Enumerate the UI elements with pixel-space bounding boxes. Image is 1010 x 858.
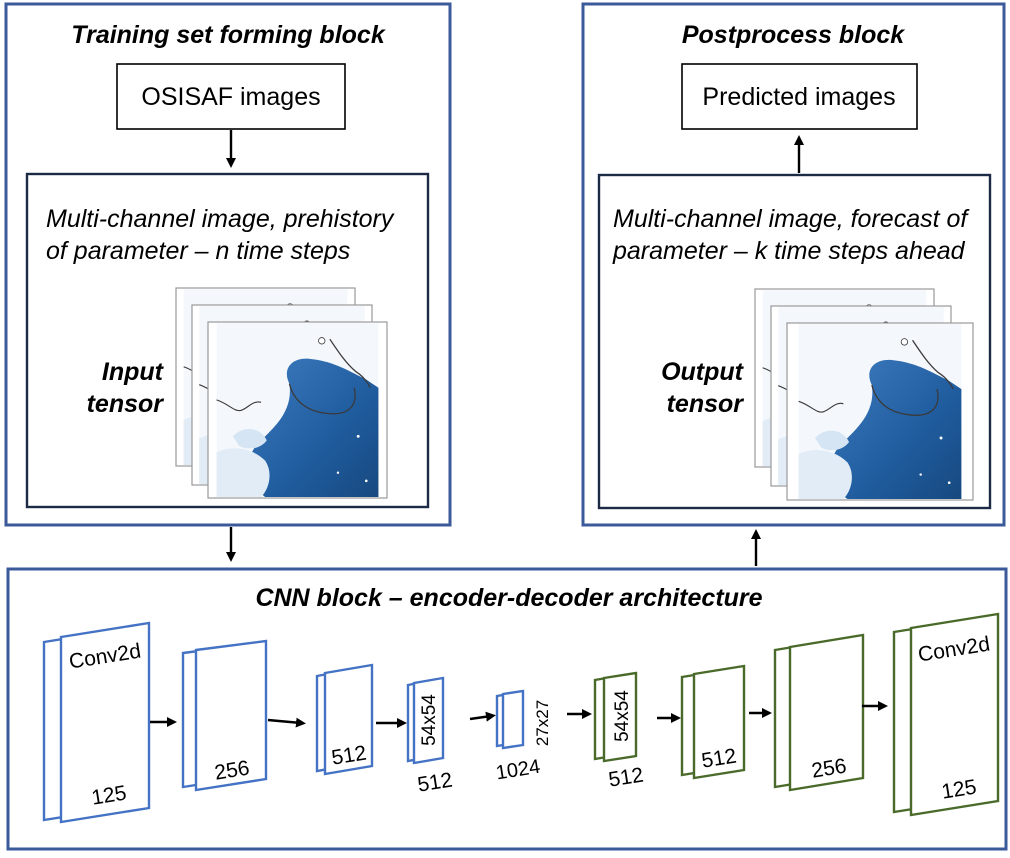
decoder-layer-4: Conv2d 125: [892, 612, 1000, 817]
input-tensor-label-line2: tensor: [87, 390, 165, 418]
input-description-line2: of parameter – n time steps: [46, 237, 350, 265]
cnn-block: CNN block – encoder-decoder architecture…: [6, 567, 1008, 851]
layer-4-channels: 512: [416, 768, 454, 796]
output-description-line2: parameter – k time steps ahead: [612, 237, 966, 265]
output-description-line1: Multi-channel image, forecast of: [613, 205, 970, 233]
decoder-1-channels: 512: [607, 763, 645, 791]
encoder-layer-3: 512: [315, 663, 374, 776]
osisaf-images-box: [116, 63, 346, 130]
output-tensor-label-line1: Output: [661, 358, 745, 386]
output-tensor-stack: [754, 288, 974, 501]
input-tensor-stack: [175, 287, 388, 499]
decoder-layer-3: 256: [773, 633, 865, 792]
arrow-layer-4-to-5: [469, 711, 496, 722]
training-block-title: Training set forming block: [71, 21, 386, 49]
input-tensor-label-line1: Input: [102, 358, 165, 386]
layer-1-channels: 125: [90, 781, 128, 809]
predicted-images-box: [681, 63, 918, 130]
sea-ice-map-image: [797, 324, 963, 499]
output-tensor-label-line2: tensor: [667, 390, 745, 418]
decoder-layer-1: 54x54 512: [593, 671, 645, 792]
sea-ice-map-image: [215, 323, 380, 497]
predicted-images-label: Predicted images: [702, 83, 895, 111]
layer-4-size: 54x54: [419, 694, 440, 746]
bottleneck-size: 27x27: [533, 700, 552, 746]
training-set-block: Training set forming block OSISAF images…: [4, 2, 452, 527]
encoder-layer-4: 54x54 512: [406, 676, 454, 797]
decoder-4-channels: 125: [940, 775, 978, 803]
decoder-2-channels: 512: [700, 744, 738, 772]
cnn-block-title: CNN block – encoder-decoder architecture: [255, 584, 762, 612]
encoder-layer-1: Conv2d 125: [42, 621, 151, 824]
decoder-1-size: 54x54: [612, 690, 633, 742]
decoder-layer-2: 512: [680, 664, 746, 780]
osisaf-images-label: OSISAF images: [141, 83, 320, 111]
layer-3-channels: 512: [330, 741, 368, 769]
encoder-layer-2: 256: [181, 639, 268, 792]
decoder-3-channels: 256: [810, 754, 848, 782]
input-description-line1: Multi-channel image, prehistory: [46, 205, 395, 233]
arrow-layer-2-to-3: [267, 717, 306, 728]
postprocess-block: Postprocess block Predicted images Multi…: [581, 2, 1006, 527]
postprocess-block-title: Postprocess block: [682, 21, 905, 49]
layer-2-channels: 256: [213, 756, 251, 784]
